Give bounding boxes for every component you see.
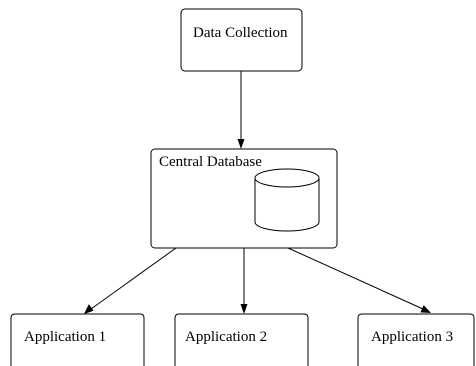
node-central-database: Central Database	[150, 148, 338, 249]
node-application-3: Application 3	[357, 313, 475, 366]
database-cylinder-icon	[254, 168, 320, 232]
arrowhead-icon	[420, 305, 431, 313]
node-application-2: Application 2	[174, 313, 309, 366]
arrowhead-icon	[84, 304, 94, 314]
node-data-collection: Data Collection	[180, 8, 303, 72]
node-label-application-3: Application 3	[371, 329, 453, 345]
node-label-application-2: Application 2	[185, 329, 267, 345]
edge-central-database-to-application-2	[240, 248, 248, 314]
edges	[84, 71, 431, 314]
edge-central-database-to-application-3	[287, 247, 431, 313]
arrowhead-icon	[237, 139, 245, 149]
node-label-application-1: Application 1	[24, 329, 106, 345]
node-label-data-collection: Data Collection	[193, 25, 288, 41]
edge-data-collection-to-central-database	[237, 71, 245, 149]
edge-central-database-to-application-1	[84, 247, 177, 314]
arrowhead-icon	[240, 304, 248, 314]
node-label-central-database: Central Database	[159, 154, 262, 170]
node-application-1: Application 1	[10, 313, 145, 366]
